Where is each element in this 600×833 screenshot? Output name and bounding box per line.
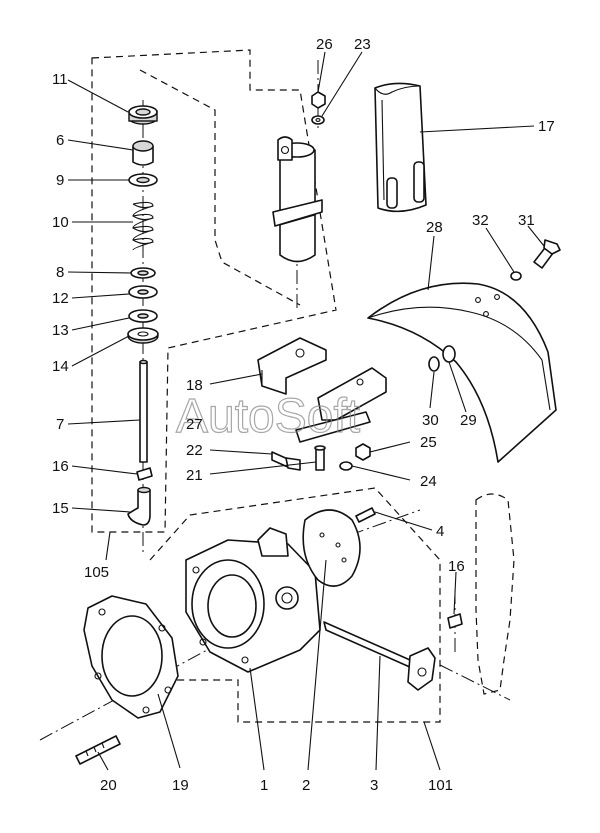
callout-32: 32 <box>472 212 489 229</box>
shield-28 <box>367 282 557 463</box>
pin-4 <box>355 507 376 523</box>
assembly-boundary-105 <box>91 49 337 533</box>
washer-9 <box>128 173 158 187</box>
clip-16-lower <box>447 613 463 629</box>
callout-17: 17 <box>538 118 555 135</box>
callout-26: 26 <box>316 36 333 53</box>
callout-1: 1 <box>260 777 268 794</box>
retainer-group-boundary <box>139 69 301 306</box>
sleeve-body <box>272 136 323 263</box>
callout-18: 18 <box>186 377 203 394</box>
shaft-7 <box>139 359 148 463</box>
bolt-22 <box>271 451 301 471</box>
assembly-boundary-101 <box>149 487 441 723</box>
callout-3: 3 <box>370 777 378 794</box>
callout-4: 4 <box>436 523 444 540</box>
callout-13: 13 <box>52 322 69 339</box>
callout-21: 21 <box>186 467 203 484</box>
autosoft-watermark: AutoSoft <box>176 390 360 443</box>
callout-31: 31 <box>518 212 535 229</box>
washers-30-29 <box>428 345 456 372</box>
callout-16-lower: 16 <box>448 558 465 575</box>
callout-28: 28 <box>426 219 443 236</box>
callout-10: 10 <box>52 214 69 231</box>
spring-cap-6 <box>132 140 154 166</box>
stud-20 <box>75 735 121 765</box>
lever-15 <box>127 486 151 526</box>
washer-24 <box>339 461 353 471</box>
bolt-31 <box>533 239 561 269</box>
nut-26 <box>311 91 326 109</box>
callout-labels: 11 6 9 10 8 12 13 14 7 16 15 105 26 23 1… <box>52 36 555 794</box>
gasket-19 <box>83 595 179 719</box>
callout-14: 14 <box>52 358 69 375</box>
washer-8 <box>130 267 156 279</box>
washer-13 <box>128 309 158 323</box>
spring-10 <box>132 201 154 251</box>
leader-lines <box>67 51 545 771</box>
bracket-18 <box>257 337 327 395</box>
lever-ghost <box>475 493 515 695</box>
callout-24: 24 <box>420 473 437 490</box>
callout-27: 27 <box>186 416 203 433</box>
callout-29: 29 <box>460 412 477 429</box>
callout-20: 20 <box>100 777 117 794</box>
clip-16-upper <box>136 467 153 481</box>
callout-8: 8 <box>56 264 64 281</box>
bolt-21 <box>314 445 326 471</box>
cover-17 <box>374 82 427 213</box>
callout-2: 2 <box>302 777 310 794</box>
callout-101: 101 <box>428 777 453 794</box>
callout-25: 25 <box>420 434 437 451</box>
callout-16-upper: 16 <box>52 458 69 475</box>
callout-12: 12 <box>52 290 69 307</box>
callout-9: 9 <box>56 172 64 189</box>
washer-12 <box>128 285 158 299</box>
plate-2 <box>302 509 361 587</box>
callout-105: 105 <box>84 564 109 581</box>
callout-22: 22 <box>186 442 203 459</box>
callout-11: 11 <box>52 71 68 88</box>
shaft-3 <box>323 621 436 691</box>
callout-23: 23 <box>354 36 371 53</box>
callout-15: 15 <box>52 500 69 517</box>
seal-14 <box>127 327 159 344</box>
callout-7: 7 <box>56 416 64 433</box>
callout-19: 19 <box>172 777 189 794</box>
callout-6: 6 <box>56 132 64 149</box>
washer-23 <box>311 115 325 125</box>
washer-32 <box>510 271 522 281</box>
link-lever <box>295 367 387 443</box>
nut-25 <box>355 443 371 461</box>
housing-1 <box>185 527 321 673</box>
callout-30: 30 <box>422 412 439 429</box>
bearing-11 <box>128 105 158 125</box>
